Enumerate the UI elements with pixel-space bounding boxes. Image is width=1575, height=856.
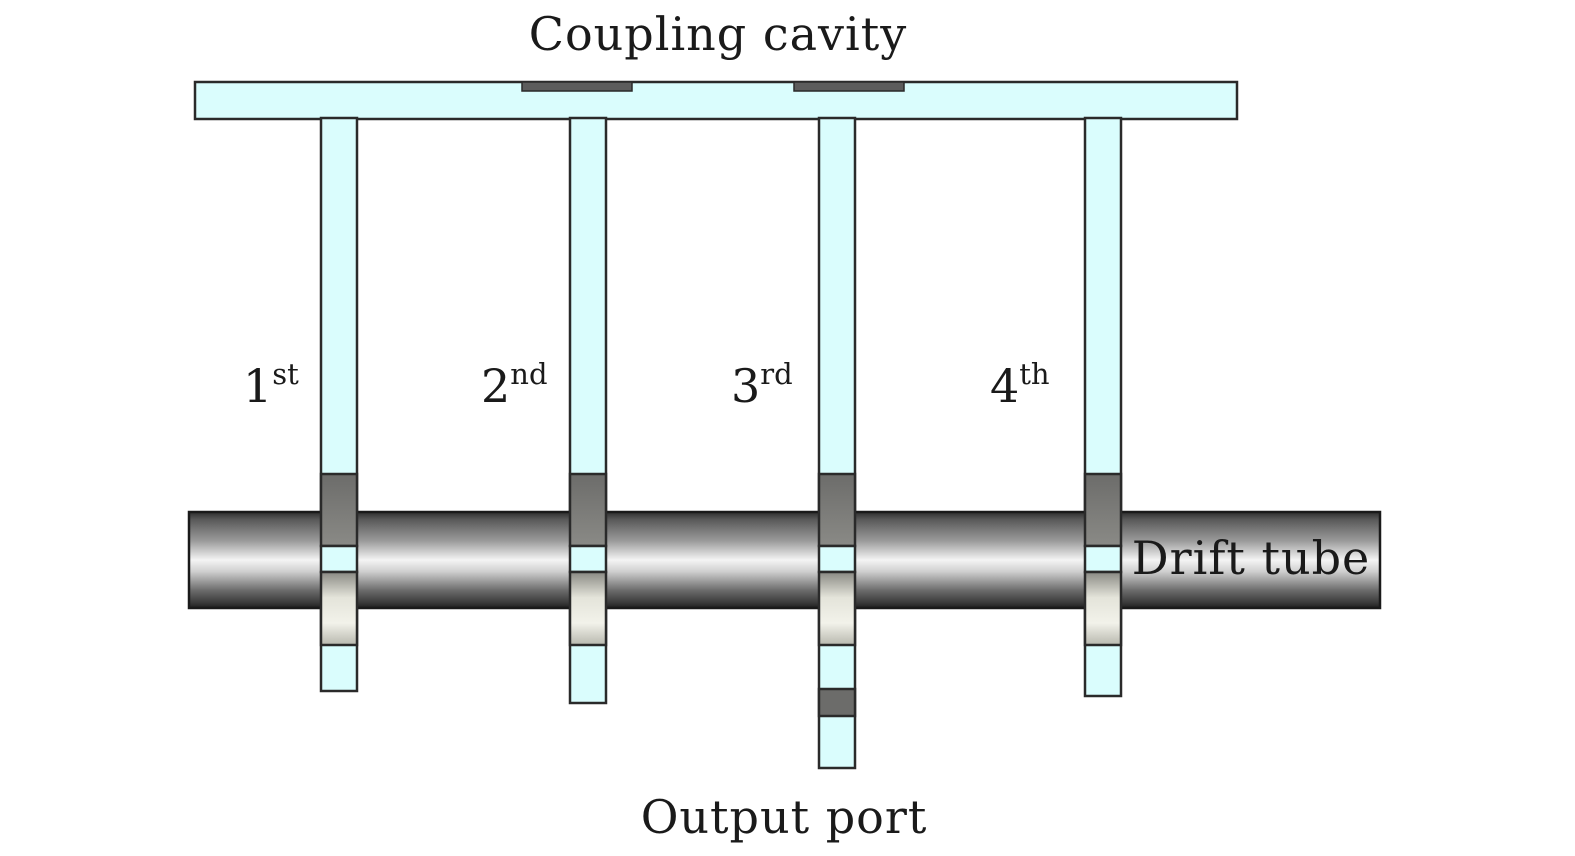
drift-tube-label: Drift tube [1132,531,1371,585]
cavity-gap-4 [1083,472,1123,647]
gap-upper [1083,472,1123,548]
cavity-number: 3 [731,359,760,413]
gap-window [1083,544,1123,574]
gap-upper [319,472,359,548]
waveguide-3 [817,116,857,770]
gap-lower [817,570,857,647]
gap-lower [1083,570,1123,647]
cavity-number: 4 [990,359,1019,413]
cavity-suffix: nd [510,357,547,391]
coupling-cavity [193,80,1239,121]
cavity-label-2: 2nd [481,357,548,413]
cavity-gap-1 [319,472,359,647]
cavity-number: 2 [481,359,510,413]
cavity-label-4: 4th [990,357,1050,413]
cavity-suffix: th [1019,357,1049,391]
coupling-cavity-label: Coupling cavity [529,7,907,61]
drift-tube-body [187,510,1382,610]
coupling-cavity-bar [193,80,1239,121]
gap-upper [817,472,857,548]
gap-window [568,544,608,574]
cavity-suffix: st [272,357,299,391]
waveguides [319,116,1123,770]
cavity-label-1: 1st [243,357,299,413]
gap-lower [568,570,608,647]
output-port-label: Output port [641,790,928,844]
gap-window [319,544,359,574]
cavity-suffix: rd [760,357,792,391]
cavity-gap-3 [817,472,857,718]
gap-upper [568,472,608,548]
drift-tube [187,510,1382,610]
gap-window [817,544,857,574]
gap-lower [319,570,359,647]
cavity-number: 1 [243,359,272,413]
cavity-gap-2 [568,472,608,647]
coupling-slot-1 [521,81,633,92]
cavity-label-3: 3rd [731,357,793,413]
coupling-slot-2 [793,81,905,92]
output-port-window [817,687,857,718]
